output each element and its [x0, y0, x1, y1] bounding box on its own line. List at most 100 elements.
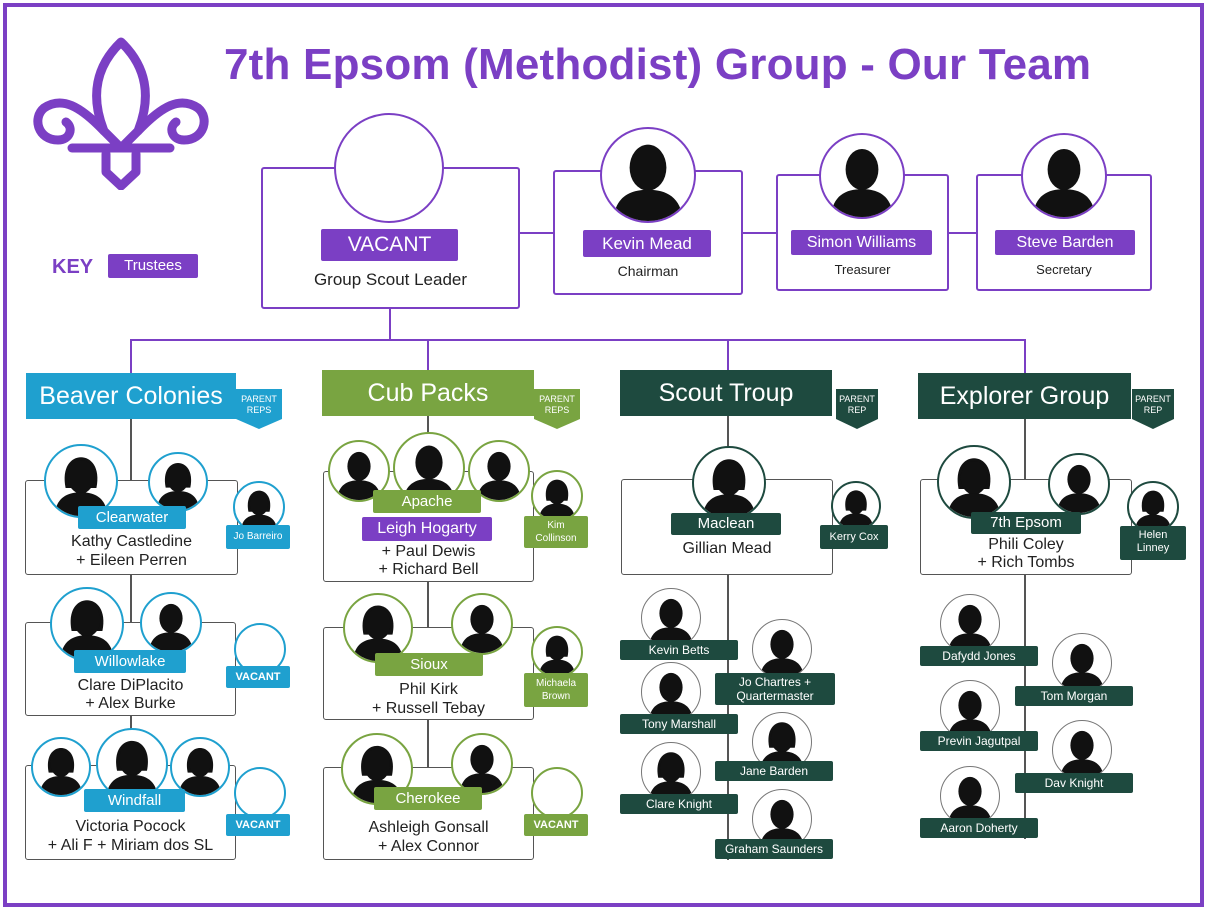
member-name: Tony Marshall — [620, 714, 738, 734]
section-header-beavers: Beaver Colonies — [26, 373, 236, 419]
leader-avatar — [50, 587, 124, 661]
member-name: Previn Jagutpal — [920, 731, 1038, 751]
leader-avatar — [44, 444, 118, 518]
member-name: Graham Saunders — [715, 839, 833, 859]
trustee-name: Kevin Mead — [583, 230, 711, 257]
parent-rep-badge: PARENT REP — [836, 389, 878, 429]
parent-rep-name: Helen Linney — [1120, 526, 1186, 560]
trustee-role: Secretary — [1036, 262, 1092, 277]
key-label: KEY — [52, 256, 94, 278]
member-name: Dafydd Jones — [920, 646, 1038, 666]
key-trustees-badge: Trustees — [108, 254, 198, 278]
parent-reps-badge: PARENT REPS — [534, 389, 580, 429]
member-avatar — [940, 766, 1000, 826]
leader-names: Ashleigh Gonsall — [368, 819, 489, 836]
parent-rep-name: Michaela Brown — [524, 673, 588, 707]
trustee-avatar — [819, 133, 905, 219]
leader-names: Kathy Castledine — [71, 533, 192, 550]
parent-reps-badge: PARENT REPS — [236, 389, 282, 429]
leader-status-badge: VACANT — [321, 229, 458, 261]
member-avatar — [641, 662, 701, 722]
section-header-scouts: Scout Troup — [620, 370, 832, 416]
leader-avatar — [170, 737, 230, 797]
leader-names: + Ali F + Miriam dos SL — [47, 837, 214, 854]
page-title: 7th Epsom (Methodist) Group - Our Team — [224, 40, 1092, 89]
member-name: Aaron Doherty — [920, 818, 1038, 838]
leader-names: + Alex Connor — [378, 838, 479, 855]
parent-rep-name: VACANT — [226, 666, 290, 688]
page-border — [3, 3, 1204, 907]
member-avatar — [641, 588, 701, 648]
trustee-avatar — [1021, 133, 1107, 219]
parent-rep-name: VACANT — [524, 814, 588, 836]
leader-avatar — [31, 737, 91, 797]
trustee-avatar — [600, 127, 696, 223]
unit-name: 7th Epsom — [971, 512, 1081, 534]
member-name: Clare Knight — [620, 794, 738, 814]
fleur-de-lis-logo — [32, 36, 210, 191]
connector — [1024, 339, 1026, 373]
leader-names: + Rich Tombs — [977, 554, 1075, 571]
leader-avatar — [140, 592, 202, 654]
unit-name: Clearwater — [78, 506, 186, 529]
unit-name: Apache — [373, 490, 481, 513]
unit-name: Windfall — [84, 789, 185, 812]
member-name: Jo Chartres + Quartermaster — [715, 673, 835, 705]
leader-avatar — [148, 452, 208, 512]
leader-names: + Eileen Perren — [76, 552, 187, 569]
parent-rep-avatar — [831, 481, 881, 531]
leader-names: Gillian Mead — [682, 540, 772, 557]
section-header-cubs: Cub Packs — [322, 370, 534, 416]
leader-names: Phili Coley — [988, 536, 1064, 553]
parent-rep-avatar — [531, 626, 583, 678]
member-avatar — [1052, 720, 1112, 780]
parent-rep-name: VACANT — [226, 814, 290, 836]
parent-rep-avatar — [531, 767, 583, 819]
connector — [389, 309, 391, 340]
member-name: Kevin Betts — [620, 640, 738, 660]
section-header-explorers: Explorer Group — [918, 373, 1131, 419]
trustee-role: Chairman — [617, 263, 679, 279]
trustee-connector — [520, 232, 976, 234]
member-avatar — [752, 619, 812, 679]
member-name: Dav Knight — [1015, 773, 1133, 793]
trustee-name: Leigh Hogarty — [362, 517, 492, 541]
trustee-name: Steve Barden — [995, 230, 1135, 255]
parent-rep-name: Kerry Cox — [820, 525, 888, 549]
parent-rep-avatar — [234, 767, 286, 819]
leader-names: + Paul Dewis — [381, 543, 476, 560]
leader-names: + Alex Burke — [85, 695, 176, 712]
connector — [727, 339, 729, 373]
leader-names: + Russell Tebay — [371, 700, 486, 717]
parent-rep-avatar — [531, 470, 583, 522]
unit-name: Sioux — [375, 653, 483, 676]
leader-names: Clare DiPlacito — [77, 677, 184, 694]
connector — [1024, 419, 1026, 839]
trustee-name: Simon Williams — [791, 230, 932, 255]
leader-avatar — [937, 445, 1011, 519]
leader-names: + Richard Bell — [378, 561, 479, 578]
unit-name: Maclean — [671, 513, 781, 535]
leader-role: Group Scout Leader — [313, 270, 468, 289]
parent-rep-name: Kim Collinson — [524, 516, 588, 548]
member-name: Jane Barden — [715, 761, 833, 781]
leader-avatar — [451, 733, 513, 795]
connector — [130, 339, 1026, 341]
unit-name: Cherokee — [374, 787, 482, 810]
member-avatar — [940, 594, 1000, 654]
unit-name: Willowlake — [74, 650, 186, 673]
member-name: Tom Morgan — [1015, 686, 1133, 706]
connector — [727, 416, 729, 860]
connector — [130, 339, 132, 375]
leader-avatar — [343, 593, 413, 663]
leader-avatar — [1048, 453, 1110, 515]
leader-avatar — [451, 593, 513, 655]
member-avatar — [641, 742, 701, 802]
vacant-avatar — [334, 113, 444, 223]
parent-rep-name: Jo Barreiro — [226, 525, 290, 549]
trustee-role: Treasurer — [834, 262, 891, 277]
leader-avatar — [692, 446, 766, 520]
connector — [427, 339, 429, 373]
leader-names: Phil Kirk — [399, 681, 458, 698]
